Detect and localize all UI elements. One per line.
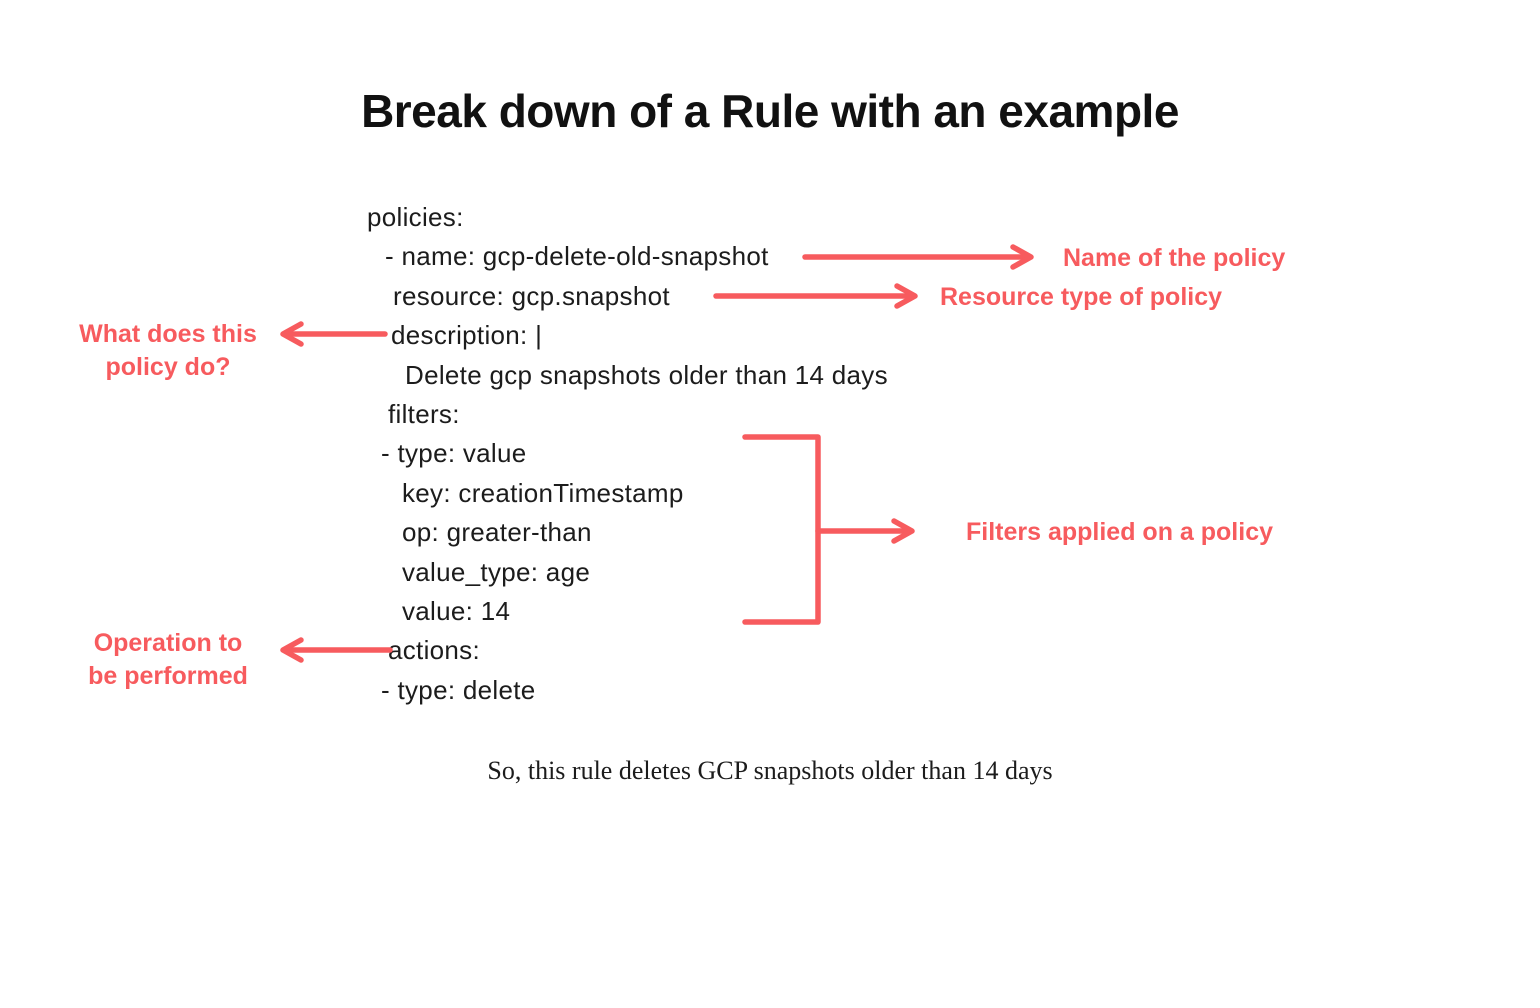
yaml-line-filter-value-type: value_type: age <box>402 556 591 587</box>
description-annotation-label: What does this policy do? <box>58 318 278 384</box>
resource-annotation-label: Resource type of policy <box>940 283 1223 311</box>
yaml-line-policies: policies: <box>367 202 464 232</box>
actions-annotation-label: Operation to be performed <box>58 627 278 693</box>
filters-annotation-label: Filters applied on a policy <box>966 518 1274 546</box>
actions-annotation-line1: Operation to <box>93 629 243 657</box>
description-annotation-line2: policy do? <box>105 353 231 381</box>
actions-annotation-line2: be performed <box>88 662 248 690</box>
yaml-code-block: policies: - name: gcp-delete-old-snapsho… <box>367 198 888 710</box>
yaml-line-filter-key: key: creationTimestamp <box>402 477 684 508</box>
yaml-line-resource: resource: gcp.snapshot <box>393 280 670 311</box>
yaml-line-description: description: | <box>391 320 543 351</box>
yaml-line-action-type: - type: delete <box>381 674 536 705</box>
yaml-line-name: - name: gcp-delete-old-snapshot <box>385 241 769 272</box>
yaml-line-filters: filters: <box>388 398 460 429</box>
description-annotation-line1: What does this <box>79 320 257 348</box>
yaml-line-filter-value: value: 14 <box>402 595 511 626</box>
name-annotation-label: Name of the policy <box>1063 244 1286 272</box>
yaml-line-filter-op: op: greater-than <box>402 517 592 548</box>
page-title: Break down of a Rule with an example <box>361 85 1179 137</box>
yaml-line-actions: actions: <box>388 635 481 666</box>
summary-caption: So, this rule deletes GCP snapshots olde… <box>487 756 1053 785</box>
yaml-line-description-text: Delete gcp snapshots older than 14 days <box>405 359 888 390</box>
yaml-line-filter-type: - type: value <box>381 438 527 469</box>
